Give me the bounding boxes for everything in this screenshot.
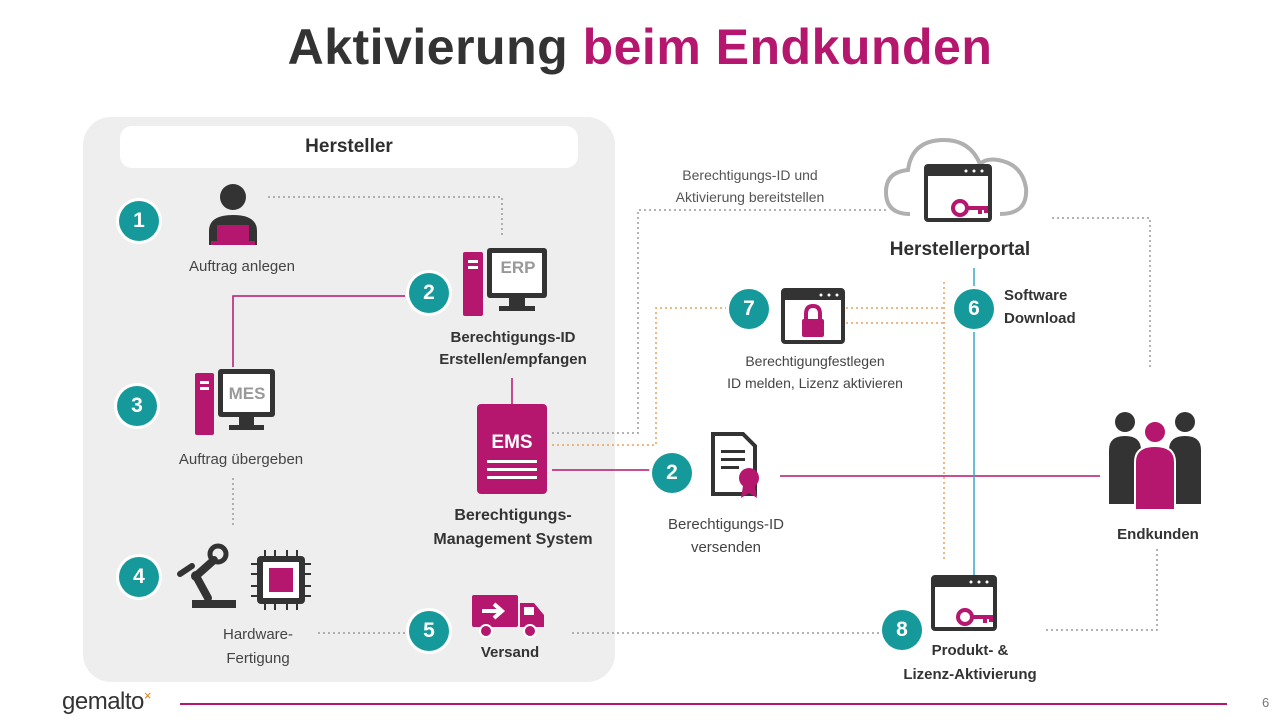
customers-group-icon: [1109, 412, 1201, 511]
step-6-label-line-2: Download: [1004, 310, 1076, 327]
step-4-label-line-1: Hardware-: [222, 626, 294, 643]
step-2b-label-line-2: versenden: [690, 539, 762, 556]
step-8-badge: 8: [882, 610, 922, 650]
step-8-label-line-2: Lizenz-Aktivierung: [903, 666, 1037, 683]
step-5-label: Versand: [480, 644, 540, 661]
connector-customer-activation: [1046, 548, 1158, 631]
step-4-badge: 4: [119, 557, 159, 597]
step-2b-badge: 2: [652, 453, 692, 493]
step-7-label-line-1: Berechtigungfestlegen: [745, 353, 885, 369]
step-6-badge: 6: [954, 289, 994, 329]
ems-icon-text: EMS: [491, 432, 533, 453]
step-2-label-line-2: Erstellen/empfangen: [439, 351, 587, 368]
portal-note-line-1: Berechtigungs-ID und: [682, 167, 818, 183]
robot-arm-icon: [177, 543, 236, 608]
title-part-2: beim Endkunden: [582, 19, 993, 75]
activation-window-key-icon: [931, 575, 997, 631]
step-7-label-line-2: ID melden, Lizenz aktivieren: [727, 375, 903, 391]
certificate-icon: [711, 432, 759, 498]
step-4-label-line-2: Fertigung: [226, 650, 290, 667]
truck-icon: [472, 595, 544, 638]
portal-note-line-2: Aktivierung bereitstellen: [675, 189, 825, 205]
cloud-icon: [883, 137, 1029, 216]
chip-icon: [251, 550, 311, 610]
gemalto-logo: gemalto×: [62, 688, 151, 716]
person-laptop-icon: [209, 184, 257, 245]
portal-window-key-icon: [924, 164, 992, 222]
connector-erp-mes: [232, 295, 405, 367]
step-5-badge: 5: [409, 611, 449, 651]
step-7-badge: 7: [729, 289, 769, 329]
step-8-label-line-1: Produkt- &: [931, 642, 1009, 659]
connector-ems-step7: [552, 307, 727, 446]
page-number: 6: [1262, 695, 1270, 710]
page-title: Aktivierung beim Endkunden: [0, 18, 1280, 76]
step-2b-label-line-1: Berechtigungs-ID: [668, 516, 784, 533]
ems-label-line-2: Management System: [433, 531, 593, 548]
erp-computer-icon: [463, 248, 547, 316]
step-2-badge: 2: [409, 273, 449, 313]
logo-mark: ×: [143, 688, 152, 703]
manufacturer-panel: [83, 117, 615, 682]
step-6-label-line-1: Software: [1004, 287, 1068, 304]
logo-text: gemalto: [62, 688, 144, 715]
ems-server-icon: [477, 404, 547, 494]
manufacturer-panel-header: Hersteller: [120, 126, 578, 168]
customers-label: Endkunden: [1117, 526, 1199, 543]
mes-icon-text: MES: [228, 384, 266, 403]
connector-s1-erp: [268, 196, 503, 238]
step-3-badge: 3: [117, 386, 157, 426]
erp-icon-text: ERP: [500, 258, 536, 277]
step-1-badge: 1: [119, 201, 159, 241]
step-1-label: Auftrag anlegen: [189, 258, 295, 275]
step-3-label: Auftrag übergeben: [178, 451, 304, 468]
portal-label: Herstellerportal: [889, 239, 1031, 260]
window-lock-icon: [781, 288, 845, 344]
mes-computer-icon: [195, 369, 275, 435]
ems-label-line-1: Berechtigungs-: [454, 507, 572, 524]
step-2-label-line-1: Berechtigungs-ID: [450, 329, 576, 346]
footer-divider: [180, 703, 1227, 705]
title-part-1: Aktivierung: [287, 19, 569, 75]
